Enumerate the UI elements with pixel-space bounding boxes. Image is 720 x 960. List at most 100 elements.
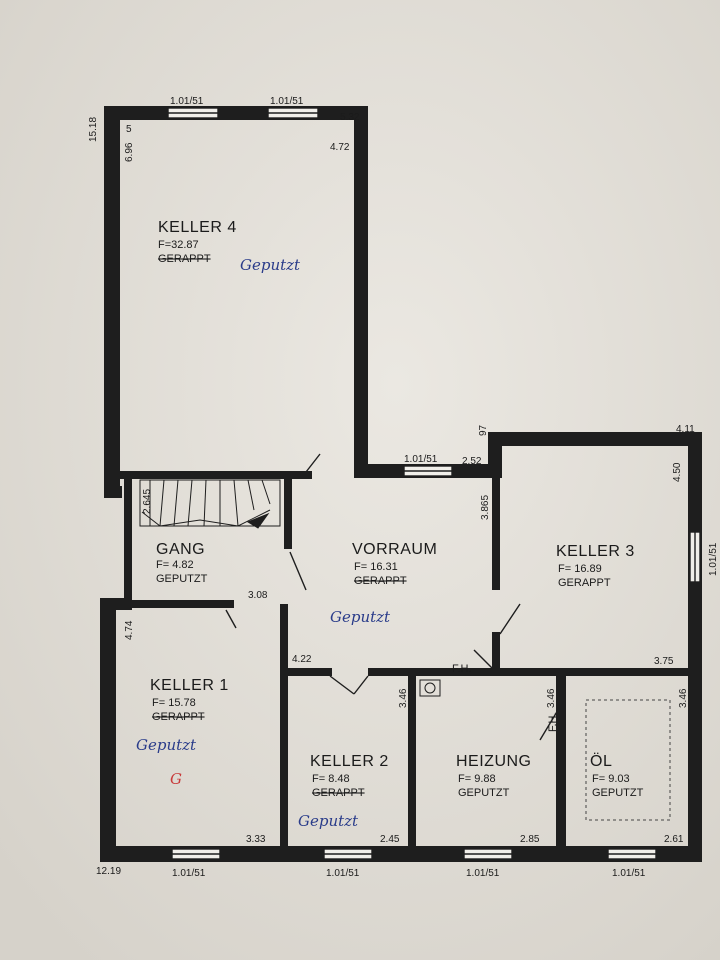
room-name: KELLER 3 [556,543,635,560]
room-keller3: KELLER 3 F= 16.89 GERAPPT [556,543,635,589]
dim-2-45: 2.45 [380,834,400,845]
handwritten-note: Geputzt [330,608,391,626]
heating-symbol [419,679,441,697]
wall-keller4-south-left [120,471,312,479]
dim-3-75: 3.75 [654,656,674,667]
window-label: 1.01/51 [708,542,719,576]
room-name: ÖL [590,752,612,770]
wall-keller2-east [408,672,416,856]
window-heizung [463,848,513,860]
room-area: F= 15.78 [152,697,196,709]
wall-vorraum-south [288,668,332,676]
fh-label: F.H. [547,712,559,732]
room-name: HEIZUNG [456,753,532,770]
dim-2-61: 2.61 [664,834,684,845]
door-fh [473,649,493,669]
room-finish: GEPUTZT [458,787,510,799]
wall-keller4-east [354,120,368,468]
door-keller3 [499,603,521,635]
wall-west-lower [100,598,116,860]
window-label: 1.01/51 [270,96,304,107]
room-gang: GANG F= 4.82 GEPUTZT [156,541,208,585]
wall-vorraum-east-lower [492,632,500,672]
window-keller3 [689,531,701,583]
room-name: GANG [156,541,205,558]
dim-4-72: 4.72 [330,142,350,153]
window-label: 1.01/51 [172,868,206,879]
red-mark: G [170,770,182,788]
wall-west-mid [104,486,122,498]
dim-sup-5: 5 [126,124,132,135]
wall-gang-west [124,479,132,603]
window-keller2 [323,848,373,860]
dim-3-08: 3.08 [248,590,268,601]
room-finish: GERAPPT [158,253,211,265]
room-name: KELLER 1 [150,677,229,694]
window-keller4-1 [167,107,219,119]
dim-2-645: 2.645 [142,489,153,514]
handwritten-note: Geputzt [136,736,197,754]
window-label: 1.01/51 [326,868,360,879]
window-label: 1.01/51 [612,868,646,879]
door-keller2 [329,675,355,695]
dim-97: 97 [478,424,489,436]
room-name: KELLER 4 [158,219,237,236]
dim-3-46: 3.46 [678,688,689,708]
room-finish: GERAPPT [354,575,407,587]
windows [167,107,701,860]
dim-12-19: 12.19 [96,866,121,877]
room-area: F= 16.89 [558,563,602,575]
room-area: F=32.87 [158,239,199,251]
dim-2-52: 2.52 [462,456,482,467]
dim-3-865: 3.865 [480,495,491,520]
door-gang-1 [289,551,307,591]
fh-label: F.H. [452,663,472,675]
room-finish: GEPUTZT [156,573,208,585]
dim-6-96: 6.96 [124,142,135,162]
wall-keller4-top [104,106,368,120]
doors [225,453,559,741]
dim-3-46: 3.46 [546,688,557,708]
dim-3-33: 3.33 [246,834,266,845]
door-gang-2 [225,609,237,629]
dim-4-22: 4.22 [292,654,312,665]
dim-4-50: 4.50 [672,462,683,482]
room-vorraum: VORRAUM F= 16.31 GERAPPT Geputzt [330,541,437,626]
handwritten-note: Geputzt [240,256,301,274]
room-area: F= 8.48 [312,773,350,785]
room-keller4: KELLER 4 F=32.87 GERAPPT Geputzt [158,219,301,274]
dim-5-32: 5.32 [340,112,360,123]
room-area: F= 9.88 [458,773,496,785]
window-keller1 [171,848,221,860]
dim-4-74: 4.74 [124,620,135,640]
room-finish: GERAPPT [558,577,611,589]
wall-gang-south [116,600,234,608]
handwritten-note: Geputzt [298,812,359,830]
room-keller2: KELLER 2 F= 8.48 GERAPPT Geputzt [298,753,389,830]
window-labels: 1.01/51 1.01/51 1.01/51 1.01/51 1.01/51 … [170,96,719,879]
room-name: VORRAUM [352,541,437,558]
walls [100,106,702,862]
dimension-labels: 15.18 6.96 5 5.32 4.72 97 4.11 4.50 2.52… [88,112,695,877]
wall-vorraum-east [492,478,500,590]
wall-east [688,432,702,860]
window-label: 1.01/51 [466,868,500,879]
stair-arrow [246,512,270,529]
wall-keller1-east [280,604,288,856]
dim-4-11: 4.11 [676,424,695,435]
room-area: F= 16.31 [354,561,398,573]
dim-3-46: 3.46 [398,688,409,708]
room-heizung: HEIZUNG F= 9.88 GEPUTZT [456,753,532,799]
wall-bottom [100,846,702,862]
window-vorraum [403,465,453,477]
window-oel [607,848,657,860]
dim-2-85: 2.85 [520,834,540,845]
window-label: 1.01/51 [404,454,438,465]
door-oel [539,709,559,741]
room-finish: GEPUTZT [592,787,644,799]
room-oel: ÖL F= 9.03 GEPUTZT [590,752,644,799]
room-keller1: KELLER 1 F= 15.78 GERAPPT Geputzt G [136,677,229,788]
room-name: KELLER 2 [310,753,389,770]
wall-keller3-top [488,432,702,446]
